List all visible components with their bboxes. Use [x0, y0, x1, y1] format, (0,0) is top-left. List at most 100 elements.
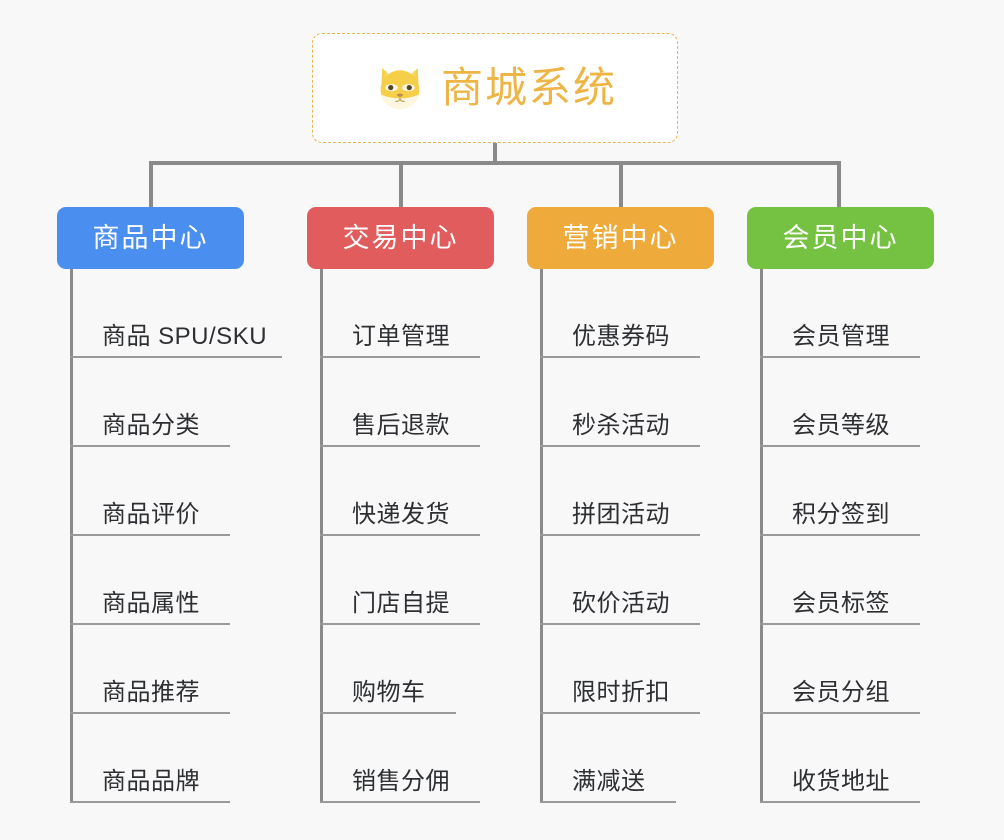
- leaf-label: 会员等级: [792, 412, 890, 439]
- leaf-label: 销售分佣: [352, 768, 450, 795]
- leaf-label: 优惠券码: [572, 323, 670, 350]
- leaf-label: 会员管理: [792, 323, 890, 350]
- leaf-underline: [760, 801, 920, 803]
- leaf-item[interactable]: 商品 SPU/SKU: [70, 269, 282, 358]
- leaf-item[interactable]: 商品推荐: [70, 625, 244, 714]
- leaf-item[interactable]: 会员标签: [760, 536, 934, 625]
- category-title: 交易中心: [342, 222, 459, 253]
- leaf-underline: [70, 534, 230, 536]
- category-header-product-center[interactable]: 商品中心: [57, 207, 244, 269]
- leaf-label: 商品推荐: [102, 679, 200, 706]
- leaf-label: 快递发货: [352, 501, 450, 528]
- leaf-label: 订单管理: [352, 323, 450, 350]
- leaf-item[interactable]: 满减送: [540, 714, 714, 803]
- leaf-list-product-center: 商品 SPU/SKU 商品分类商品评价商品属性商品推荐商品品牌: [57, 269, 282, 803]
- leaf-underline: [760, 534, 920, 536]
- leaf-label: 砍价活动: [572, 590, 670, 617]
- category-column-product-center: 商品中心商品 SPU/SKU 商品分类商品评价商品属性商品推荐商品品牌: [57, 207, 282, 803]
- connector-drop-trade-center: [399, 161, 403, 207]
- connector-drop-marketing-center: [619, 161, 623, 207]
- leaf-list-trade-center: 订单管理售后退款快递发货门店自提购物车销售分佣: [307, 269, 494, 803]
- leaf-item[interactable]: 商品属性: [70, 536, 244, 625]
- leaf-item[interactable]: 售后退款: [320, 358, 494, 447]
- connector-spine-product-center: [70, 269, 73, 803]
- leaf-underline: [540, 623, 700, 625]
- shiba-dog-face-icon: [380, 67, 420, 111]
- connector-spine-member-center: [760, 269, 763, 803]
- connector-spine-marketing-center: [540, 269, 543, 803]
- connector-spine-trade-center: [320, 269, 323, 803]
- leaf-item[interactable]: 会员管理: [760, 269, 934, 358]
- leaf-label: 商品评价: [102, 501, 200, 528]
- category-header-member-center[interactable]: 会员中心: [747, 207, 934, 269]
- leaf-underline: [760, 356, 920, 358]
- leaf-underline: [320, 445, 480, 447]
- root-node-mall-system[interactable]: 商城系统: [312, 33, 678, 143]
- leaf-item[interactable]: 会员分组: [760, 625, 934, 714]
- leaf-item[interactable]: 优惠券码: [540, 269, 714, 358]
- leaf-label: 拼团活动: [572, 501, 670, 528]
- leaf-item[interactable]: 积分签到: [760, 447, 934, 536]
- leaf-item[interactable]: 商品分类: [70, 358, 244, 447]
- category-column-marketing-center: 营销中心优惠券码秒杀活动拼团活动砍价活动限时折扣满减送: [527, 207, 714, 803]
- category-column-trade-center: 交易中心订单管理售后退款快递发货门店自提购物车销售分佣: [307, 207, 494, 803]
- leaf-underline: [540, 712, 700, 714]
- category-title: 营销中心: [562, 222, 679, 253]
- leaf-item[interactable]: 会员等级: [760, 358, 934, 447]
- leaf-item[interactable]: 收货地址: [760, 714, 934, 803]
- leaf-list-member-center: 会员管理会员等级积分签到会员标签会员分组收货地址: [747, 269, 934, 803]
- leaf-label: 商品分类: [102, 412, 200, 439]
- leaf-label: 售后退款: [352, 412, 450, 439]
- leaf-underline: [540, 356, 700, 358]
- leaf-item[interactable]: 销售分佣: [320, 714, 494, 803]
- leaf-item[interactable]: 限时折扣: [540, 625, 714, 714]
- leaf-underline: [320, 534, 480, 536]
- leaf-label: 秒杀活动: [572, 412, 670, 439]
- connector-root-stem: [493, 143, 497, 164]
- leaf-item[interactable]: 快递发货: [320, 447, 494, 536]
- leaf-underline: [70, 712, 230, 714]
- leaf-underline: [320, 356, 480, 358]
- leaf-label: 门店自提: [352, 590, 450, 617]
- leaf-underline: [320, 623, 480, 625]
- connector-drop-product-center: [149, 161, 153, 207]
- leaf-underline: [540, 801, 676, 803]
- category-header-marketing-center[interactable]: 营销中心: [527, 207, 714, 269]
- leaf-item[interactable]: 拼团活动: [540, 447, 714, 536]
- leaf-item[interactable]: 门店自提: [320, 536, 494, 625]
- leaf-item[interactable]: 商品评价: [70, 447, 244, 536]
- leaf-underline: [760, 712, 920, 714]
- leaf-underline: [320, 712, 456, 714]
- leaf-label: 满减送: [572, 768, 646, 795]
- connector-horizontal-bus: [149, 161, 841, 165]
- leaf-label: 会员分组: [792, 679, 890, 706]
- leaf-label: 限时折扣: [572, 679, 670, 706]
- leaf-underline: [70, 356, 282, 358]
- connector-drop-member-center: [837, 161, 841, 207]
- leaf-item[interactable]: 商品品牌: [70, 714, 244, 803]
- leaf-label: 会员标签: [792, 590, 890, 617]
- leaf-label: 商品品牌: [102, 768, 200, 795]
- leaf-underline: [760, 623, 920, 625]
- leaf-underline: [70, 445, 230, 447]
- leaf-item[interactable]: 砍价活动: [540, 536, 714, 625]
- leaf-label: 收货地址: [792, 768, 890, 795]
- leaf-item[interactable]: 秒杀活动: [540, 358, 714, 447]
- leaf-underline: [320, 801, 480, 803]
- leaf-item[interactable]: 订单管理: [320, 269, 494, 358]
- leaf-underline: [70, 801, 230, 803]
- category-column-member-center: 会员中心会员管理会员等级积分签到会员标签会员分组收货地址: [747, 207, 934, 803]
- leaf-item[interactable]: 购物车: [320, 625, 494, 714]
- leaf-label: 商品属性: [102, 590, 200, 617]
- root-title: 商城系统: [440, 64, 617, 111]
- category-header-trade-center[interactable]: 交易中心: [307, 207, 494, 269]
- leaf-list-marketing-center: 优惠券码秒杀活动拼团活动砍价活动限时折扣满减送: [527, 269, 714, 803]
- leaf-label: 购物车: [352, 679, 426, 706]
- leaf-underline: [70, 623, 230, 625]
- category-title: 会员中心: [782, 222, 899, 253]
- leaf-underline: [540, 445, 700, 447]
- leaf-underline: [760, 445, 920, 447]
- leaf-label: 积分签到: [792, 501, 890, 528]
- category-title: 商品中心: [92, 222, 209, 253]
